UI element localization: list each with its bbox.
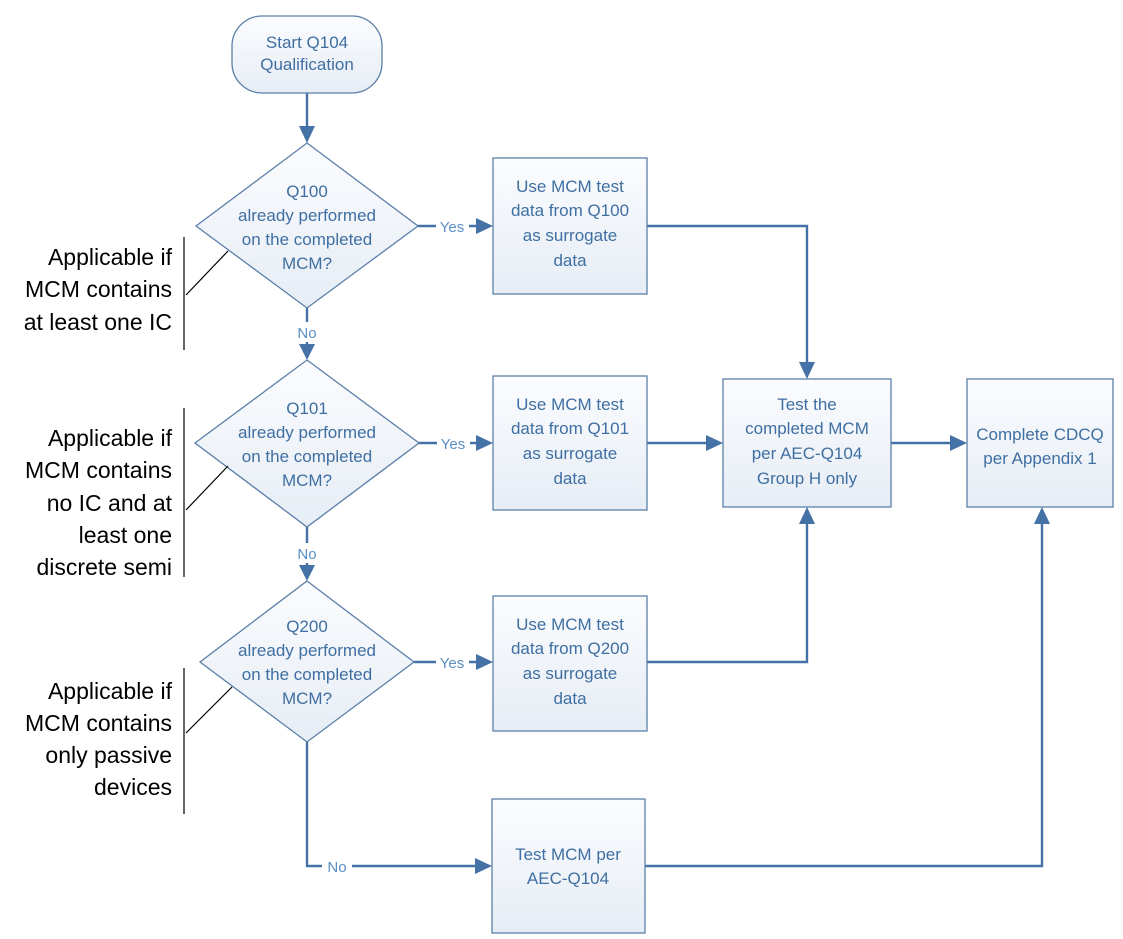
q101-line-1: Q101 <box>286 399 328 418</box>
edge-labels: Yes No Yes No Yes No <box>292 216 470 876</box>
group-h-line-2: completed MCM <box>745 419 869 438</box>
edge-q200-no <box>305 742 475 868</box>
arrowhead <box>299 344 315 360</box>
decision-q200: Q200 already performed on the completed … <box>198 580 416 743</box>
note-q101-line-3: no IC and at <box>47 490 173 516</box>
use-q200-line-3: as surrogate <box>523 664 618 683</box>
arrowhead <box>476 435 493 451</box>
group-h-line-1: Test the <box>777 395 837 414</box>
decision-q100: Q100 already performed on the completed … <box>194 142 420 309</box>
q200-line-4: MCM? <box>282 689 332 708</box>
note-q100-line-3: at least one IC <box>24 309 172 335</box>
use-q200-line-4: data <box>553 689 587 708</box>
start-line-1: Start Q104 <box>266 33 348 52</box>
use-q100-line-4: data <box>553 251 587 270</box>
note-q200-line-1: Applicable if <box>48 678 173 704</box>
process-use-q101: Use MCM test data from Q101 as surrogate… <box>492 375 648 511</box>
arrowhead <box>799 362 815 379</box>
edge-label-q100-yes: Yes <box>440 219 464 236</box>
edge-test-full-to-cdcq <box>645 524 1044 868</box>
q200-line-3: on the completed <box>242 665 372 684</box>
group-h-line-4: Group H only <box>757 469 858 488</box>
note-q101-line-2: MCM contains <box>25 457 172 483</box>
note-q101-line-5: discrete semi <box>37 554 172 580</box>
edge-label-q101-yes: Yes <box>441 436 465 453</box>
use-q101-line-1: Use MCM test <box>516 395 624 414</box>
cdcq-line-2: per Appendix 1 <box>983 449 1096 468</box>
arrowhead <box>299 126 315 143</box>
note-q200-line-3: only passive <box>45 742 172 768</box>
process-test-full: Test MCM per AEC-Q104 <box>491 798 646 934</box>
use-q100-line-1: Use MCM test <box>516 177 624 196</box>
annotation-q101: Applicable if MCM contains no IC and at … <box>25 408 229 580</box>
group-h-line-3: per AEC-Q104 <box>752 444 863 463</box>
annotation-q100: Applicable if MCM contains at least one … <box>24 237 229 350</box>
q100-line-2: already performed <box>238 206 376 225</box>
arrowhead <box>476 218 493 234</box>
note-q100-line-1: Applicable if <box>48 244 173 270</box>
process-complete-cdcq: Complete CDCQ per Appendix 1 <box>966 378 1114 508</box>
q100-line-3: on the completed <box>242 230 372 249</box>
decision-q101: Q101 already performed on the completed … <box>193 359 421 528</box>
edge-label-q101-no: No <box>297 546 316 563</box>
q200-line-1: Q200 <box>286 617 328 636</box>
use-q101-line-4: data <box>553 469 587 488</box>
q101-line-3: on the completed <box>242 447 372 466</box>
edge-use-q200-to-group-h <box>647 524 809 664</box>
edge-label-q100-no: No <box>297 325 316 342</box>
test-full-line-1: Test MCM per <box>515 845 621 864</box>
annotation-bracket <box>185 465 229 511</box>
q100-line-1: Q100 <box>286 182 328 201</box>
use-q101-line-2: data from Q101 <box>511 419 629 438</box>
use-q200-line-1: Use MCM test <box>516 615 624 634</box>
annotation-q200: Applicable if MCM contains only passive … <box>25 668 233 814</box>
start-terminator: Start Q104 Qualification <box>231 15 383 94</box>
note-q100-line-2: MCM contains <box>25 276 172 302</box>
edge-label-q200-yes: Yes <box>440 655 464 672</box>
process-test-group-h: Test the completed MCM per AEC-Q104 Grou… <box>722 378 892 508</box>
cdcq-line-1: Complete CDCQ <box>976 425 1104 444</box>
arrowhead <box>1034 507 1050 524</box>
process-use-q200: Use MCM test data from Q200 as surrogate… <box>492 595 648 732</box>
arrowhead <box>476 654 493 670</box>
note-q200-line-2: MCM contains <box>25 710 172 736</box>
note-q101-line-1: Applicable if <box>48 425 173 451</box>
annotation-bracket <box>185 250 229 296</box>
use-q101-line-3: as surrogate <box>523 444 618 463</box>
arrowhead <box>475 858 492 874</box>
q101-line-4: MCM? <box>282 471 332 490</box>
q100-line-4: MCM? <box>282 254 332 273</box>
test-full-line-2: AEC-Q104 <box>527 869 609 888</box>
annotation-bracket <box>185 686 233 734</box>
start-line-2: Qualification <box>260 55 354 74</box>
note-q101-line-4: least one <box>79 522 172 548</box>
q200-line-2: already performed <box>238 641 376 660</box>
edge-use-q100-to-group-h <box>647 224 809 362</box>
arrowhead <box>299 565 315 581</box>
use-q100-line-3: as surrogate <box>523 226 618 245</box>
use-q200-line-2: data from Q200 <box>511 639 629 658</box>
edge-label-q200-no: No <box>327 859 346 876</box>
q101-line-2: already performed <box>238 423 376 442</box>
process-use-q100: Use MCM test data from Q100 as surrogate… <box>492 157 648 295</box>
arrowhead <box>799 507 815 524</box>
arrowhead <box>706 435 723 451</box>
note-q200-line-4: devices <box>94 774 172 800</box>
use-q100-line-2: data from Q100 <box>511 201 629 220</box>
edges <box>299 93 1050 874</box>
arrowhead <box>950 435 967 451</box>
